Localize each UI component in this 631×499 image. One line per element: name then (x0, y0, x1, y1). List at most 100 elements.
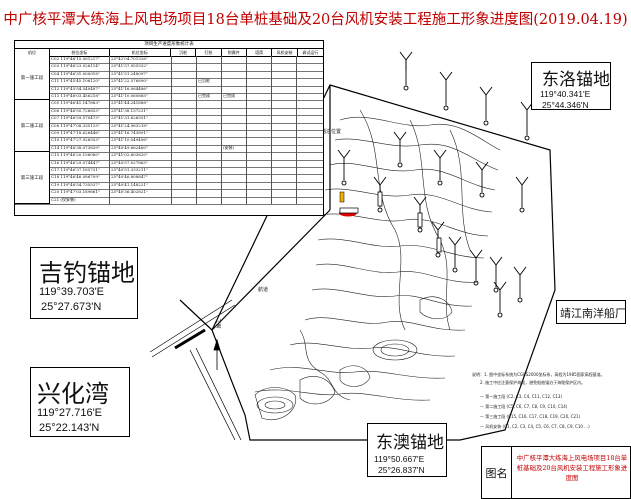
shipyard-name: 靖江南洋船厂 (560, 307, 626, 320)
table-cell (297, 63, 323, 70)
legend-item: — 第三施工段 (C15, C16, C17, C18, C19, C20, C… (480, 414, 581, 419)
table-cell-lon: C14 119°46'38.073839" (50, 144, 110, 153)
table-cell (272, 159, 297, 167)
table-cell (247, 167, 272, 175)
progress-table: 项目生产进度形象统计表 机位 桩位坐标 机位坐标 沉桩 打桩 附属件 塔筒 风机… (14, 40, 324, 216)
shipyard-box: 靖江南洋船厂 (556, 300, 626, 324)
table-cell-status (197, 189, 222, 197)
table-cell-lat: 25°41'16.064486" (110, 85, 172, 93)
vessel-markers (339, 191, 359, 217)
col-header: 调试运行 (302, 50, 319, 55)
table-cell (247, 78, 272, 86)
table-cell (297, 78, 323, 85)
legend-note: 2. 施工中应注意保护海缆，避免船舶锚泊于海缆保护区内。 (480, 380, 586, 385)
turbine-icon (475, 161, 489, 198)
table-row: C20 119°47'03.189661"25°40'36.402821" (15, 189, 323, 198)
table-cell-lat: 25°41'16.743891" (110, 130, 172, 138)
table-cell-status (197, 107, 222, 116)
pile-markers (377, 191, 442, 253)
table-cell (272, 152, 297, 160)
map-label-crane-area: 锚泊位置 (321, 129, 342, 135)
table-cell (297, 115, 323, 122)
table-cell (272, 137, 297, 145)
anchorage-lon: 119°50.667'E (374, 454, 425, 464)
table-row: C19 119°46'54.735537"25°40'41.148221" (15, 181, 323, 191)
table-cell-pile (172, 100, 197, 108)
anchorage-box-dongluo: 东洛锚地 119°40.341'E 25°44.346'N (531, 62, 611, 110)
anchorage-name: 兴化湾 (37, 380, 109, 408)
turbine-icon (399, 51, 413, 91)
table-cell (247, 107, 272, 116)
col-header: 打桩 (196, 49, 222, 56)
table-cell-pile (172, 93, 197, 101)
table-cell-lon: C15 119°46'20.156080" (50, 152, 110, 160)
table-cell-status (197, 122, 222, 130)
table-cell (297, 100, 323, 107)
col-header: 机位坐标 (110, 49, 171, 56)
legend: 说明：1. 图中坐标系统为CGCS2000坐标系，高程为1985国家高程基准。 … (462, 372, 622, 442)
table-cell (272, 189, 297, 197)
table-cell (247, 174, 272, 182)
table-cell-status (222, 100, 247, 108)
table-cell-pile (172, 122, 197, 130)
table-cell-pile (172, 137, 197, 145)
table-cell (297, 93, 323, 100)
table-cell-lon: C07 119°46'59.570473" (50, 115, 110, 123)
table-cell (272, 115, 297, 123)
turbine-icon (469, 249, 483, 286)
table-cell-pile (172, 189, 197, 197)
table-cell-status (222, 56, 247, 64)
anchorage-lat: 25°26.837'N (378, 465, 425, 475)
table-cell-lon: C20 119°47'03.189661" (50, 189, 110, 197)
turbine-icon (515, 176, 529, 213)
legend-item: — 第一施工段 (C2, C3, C4, C11, C12, C13) (480, 394, 563, 399)
anchorage-box-dongao: 东澳锚地 119°50.667'E 25°26.837'N (367, 423, 447, 477)
legend-note: 说明：1. 图中坐标系统为CGCS2000坐标系，高程为1985国家高程基准。 (472, 372, 605, 377)
table-cell-status (222, 181, 247, 190)
table-cell-lon: C19 119°46'54.735537" (50, 181, 110, 190)
pile-icon (436, 237, 442, 253)
table-cell-lat: 25°41'31.626551" (110, 115, 172, 123)
col-header: 机位 (15, 49, 51, 56)
table-row: C21 (仅安装) (15, 196, 323, 205)
vessel-icon (339, 191, 345, 203)
table-cell-status (222, 70, 247, 79)
table-cell (247, 181, 272, 190)
vessel-icon (339, 207, 359, 214)
table-cell (297, 108, 323, 115)
table-cell (272, 85, 297, 93)
table-cell (247, 189, 272, 197)
table-cell-status (222, 159, 247, 167)
table-cell-lat: 25°41'51.248097" (110, 70, 172, 79)
table-cell-pile (172, 85, 197, 93)
anchorage-lon: 119°40.341'E (540, 89, 591, 99)
table-cell-status (222, 152, 247, 160)
table-cell (297, 145, 323, 152)
table-cell-status (222, 78, 247, 86)
table-cell-lon: C06 119°46'50.726853" (50, 107, 110, 116)
table-cell-pile (172, 152, 197, 160)
turbine-icon (479, 86, 493, 126)
anchorage-lat: 25°27.673'N (41, 301, 102, 313)
table-cell-lon: C13 119°46'03.456218" (50, 93, 110, 101)
table-cell-pile (172, 167, 197, 175)
table-cell-lat: 25°41'24.963218" (110, 122, 172, 130)
table-cell-status (222, 63, 247, 71)
turbine-icon (513, 266, 527, 303)
anchorage-box-xinghua: 兴化湾 119°27.716'E 25°22.143'N (30, 367, 130, 437)
table-cell-lat: 25°40'51.333211" (110, 167, 172, 175)
anchorage-name: 吉钓锚地 (39, 259, 135, 287)
table-cell (272, 122, 297, 130)
table-cell-status (197, 181, 222, 190)
table-row: C06 119°46'50.726853"25°41'38.137231" (15, 107, 323, 117)
legend-item: — 风机安装 (C1, C2, C3, C4, C5, C6, C7, C8, … (480, 424, 590, 429)
table-cell (247, 122, 272, 130)
table-cell-lon: C03 119°46'23.026114" (50, 63, 110, 71)
table-cell (272, 196, 297, 204)
drawing-title: 中广核平潭大练海上风电场项目18台单桩基础及20台风机安装工程施工形象进度图(2… (3, 12, 628, 28)
table-cell-lat (110, 196, 172, 204)
table-cell-lat: 25°40'49.662460" (110, 144, 172, 153)
anchorage-lat: 25°44.346'N (542, 100, 589, 110)
table-cell (272, 181, 297, 190)
